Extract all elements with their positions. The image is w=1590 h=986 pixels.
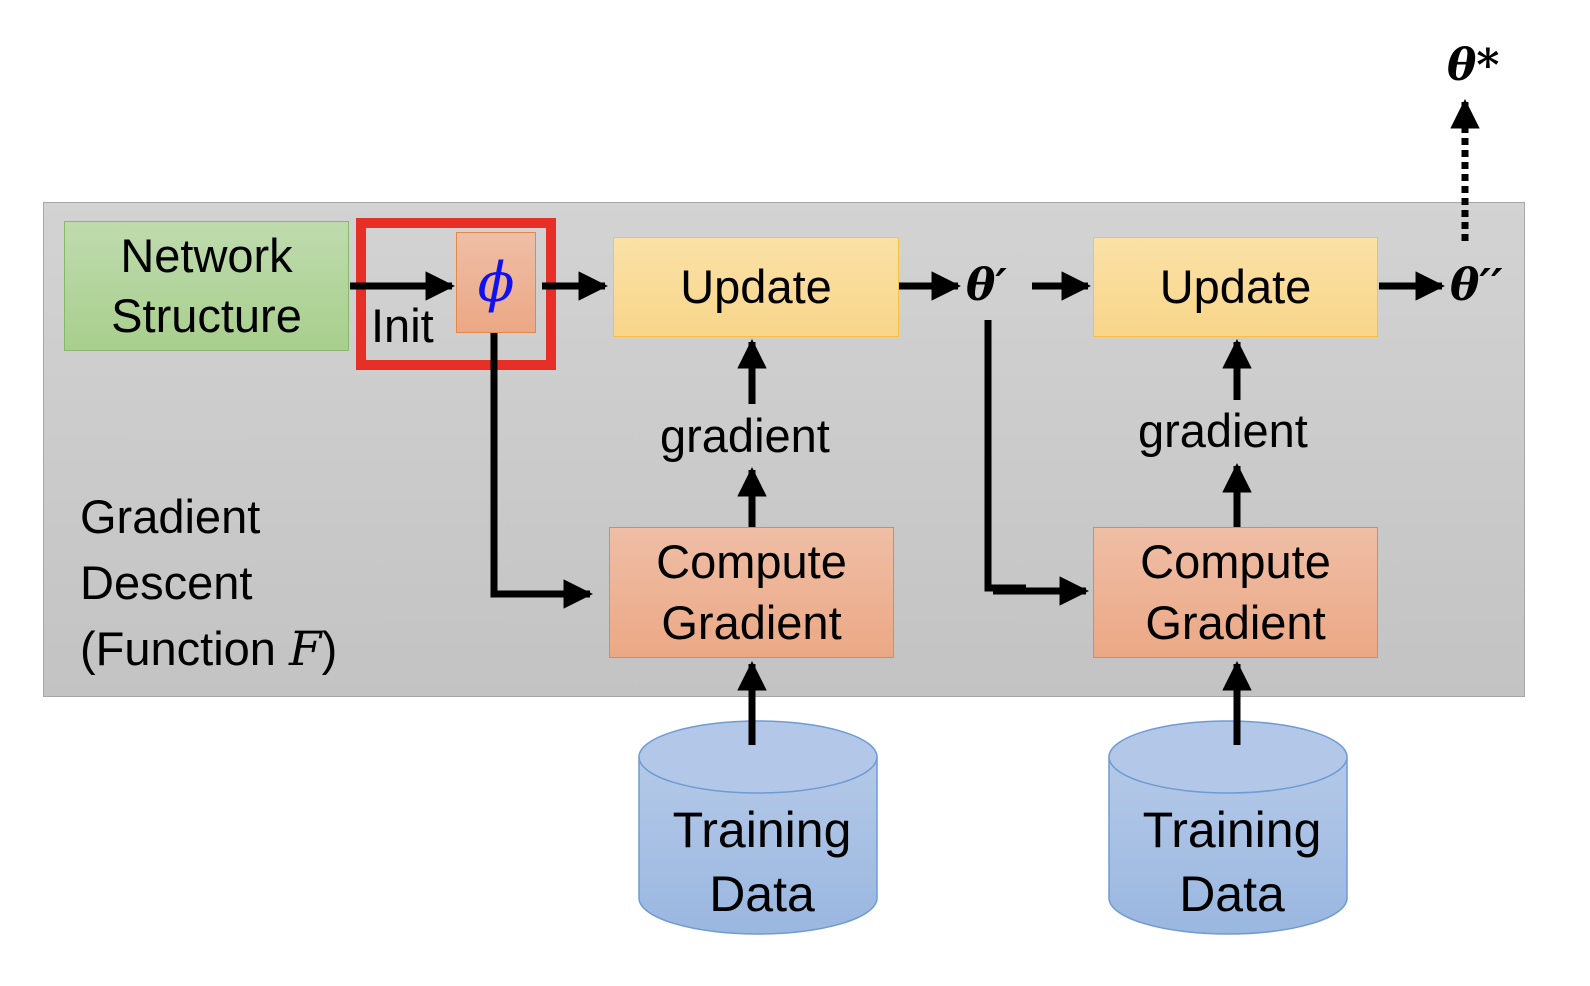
phi-box: ϕ xyxy=(456,232,536,333)
gradient-descent-line-3: (Function F) xyxy=(80,616,337,683)
update-box-1: Update xyxy=(613,237,899,337)
compute-line-1b: Gradient xyxy=(661,595,842,649)
network-structure-box: Network Structure xyxy=(64,221,349,351)
phi-symbol: ϕ xyxy=(477,250,515,314)
compute-gradient-box-2: Compute Gradient xyxy=(1093,527,1378,658)
gradient-descent-label: Gradient Descent (Function F) xyxy=(80,484,337,682)
network-structure-line-2: Structure xyxy=(111,289,302,342)
training-data-2-line-2: Data xyxy=(1179,866,1285,922)
training-data-label-1: Training Data xyxy=(639,798,885,926)
training-data-2-line-1: Training xyxy=(1142,802,1322,858)
gradient-descent-line-1: Gradient xyxy=(80,490,261,543)
compute-line-1a: Compute xyxy=(656,535,847,589)
training-data-1-line-2: Data xyxy=(709,866,815,922)
update-box-2: Update xyxy=(1093,237,1378,337)
gradient-label-2: gradient xyxy=(1138,404,1308,457)
init-highlight-frame xyxy=(356,218,556,370)
compute-gradient-box-1: Compute Gradient xyxy=(609,527,894,658)
function-prefix: (Function xyxy=(80,621,289,675)
update-label-1: Update xyxy=(680,259,832,313)
theta-star-label: θ* xyxy=(1447,40,1500,91)
training-data-label-2: Training Data xyxy=(1109,798,1355,926)
compute-line-2a: Compute xyxy=(1140,535,1331,589)
network-structure-line-1: Network xyxy=(120,228,293,282)
update-label-2: Update xyxy=(1159,259,1312,313)
gradient-label-1: gradient xyxy=(660,409,830,462)
function-close: ) xyxy=(321,621,338,675)
theta-prime-label: θ′ xyxy=(966,260,1007,311)
function-symbol: F xyxy=(288,621,322,677)
theta-double-prime-label: θ′′ xyxy=(1450,260,1503,311)
gradient-descent-line-2: Descent xyxy=(80,555,253,609)
compute-line-2b: Gradient xyxy=(1145,595,1326,649)
training-data-1-line-1: Training xyxy=(672,802,852,858)
init-label: Init xyxy=(371,299,434,352)
